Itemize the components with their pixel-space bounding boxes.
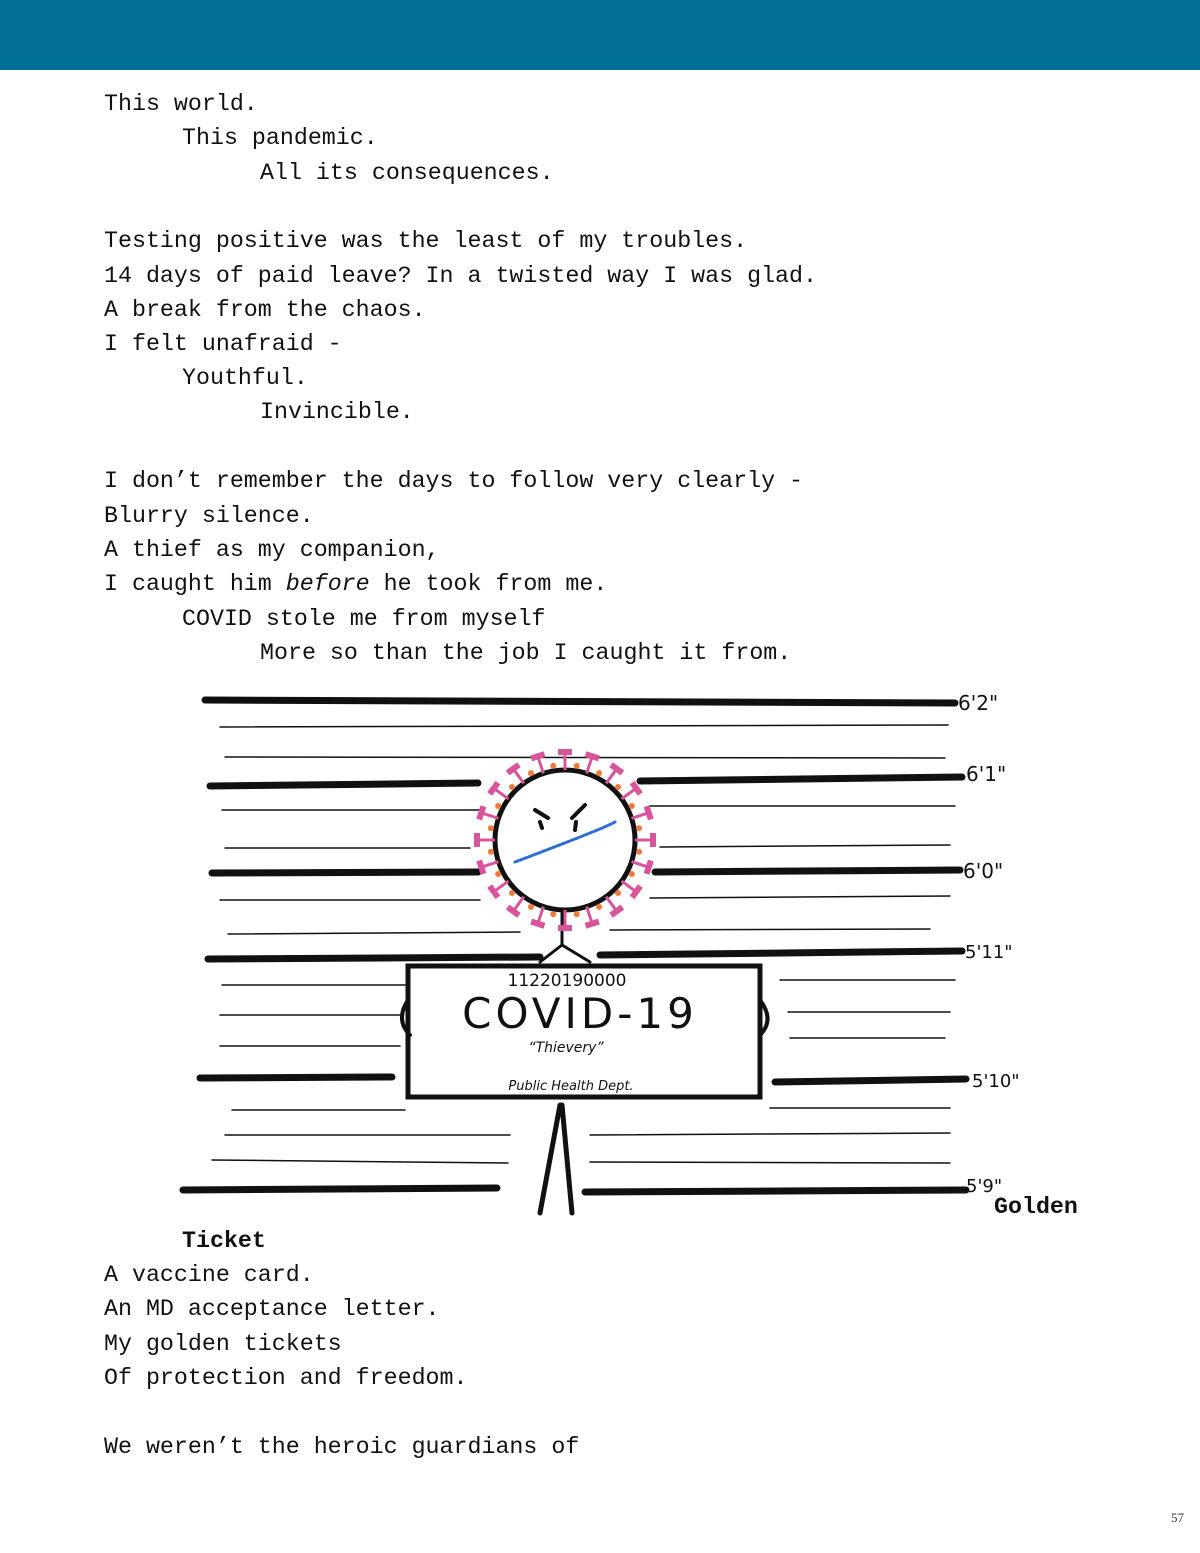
virus-spike-head (584, 918, 600, 929)
poem-line: A thief as my companion, (104, 537, 440, 563)
virus-spikes (474, 749, 656, 931)
poem-line: Blurry silence. (104, 503, 314, 529)
sign-subtitle: “Thievery” (528, 1040, 604, 1056)
virus-spike-head (584, 751, 600, 762)
poem-line: I caught him before he took from me. (104, 570, 607, 598)
height-line (179, 1184, 970, 1196)
virus-dot (636, 848, 643, 855)
virus-dot (615, 783, 622, 790)
poem-line: COVID stole me from myself (182, 606, 546, 632)
virus-spike-head (530, 918, 546, 929)
virus-spike (492, 787, 510, 801)
sign-title: COVID-19 (462, 989, 698, 1038)
virus-spike-head (629, 884, 643, 900)
virus-dot (615, 890, 622, 897)
virus-spike-head (476, 859, 487, 875)
height-label: 5'10" (972, 1071, 1020, 1092)
virus-spike-head (476, 805, 487, 821)
section-heading: Ticket (182, 1228, 266, 1254)
virus-dot (550, 762, 557, 769)
poem-line: An MD acceptance letter. (104, 1296, 440, 1322)
section-heading: Golden (994, 1194, 1078, 1220)
height-label: 6'2" (958, 691, 998, 715)
virus-dot (508, 890, 515, 897)
virus-spike-head (505, 762, 521, 776)
poem-emphasis: before (285, 571, 370, 597)
virus-spike (512, 767, 526, 785)
virus-dot (636, 825, 643, 832)
virus-dot (596, 903, 603, 910)
sign-footer: Public Health Dept. (508, 1079, 633, 1094)
poem-line: I don’t remember the days to follow very… (104, 468, 804, 494)
poem-line: More so than the job I caught it from. (260, 640, 792, 666)
height-label: 6'1" (966, 762, 1006, 786)
virus-dot (487, 848, 494, 855)
height-line (201, 696, 959, 707)
virus-spike (620, 879, 638, 893)
virus-spike-head (505, 904, 521, 918)
poem-line: I felt unafraid - (104, 331, 342, 357)
poem-text: he took from me. (369, 571, 608, 597)
height-line (196, 1073, 970, 1086)
height-line (206, 773, 966, 790)
virus-dot (527, 770, 534, 777)
virus-dot (527, 903, 534, 910)
virus-spike-head (530, 751, 546, 762)
virus-spike (512, 895, 526, 913)
height-label: 5'11" (965, 942, 1013, 963)
poem-text: I caught him (104, 571, 286, 597)
virus-dot (487, 825, 494, 832)
poem-line: My golden tickets (104, 1331, 342, 1357)
poem-line: This pandemic. (182, 125, 378, 151)
virus-dot (508, 783, 515, 790)
height-label: 6'0" (963, 859, 1003, 883)
virus-spike-head (487, 780, 501, 796)
height-label: 5'9" (966, 1176, 1002, 1197)
virus-spike-head (487, 884, 501, 900)
virus-dot (550, 911, 557, 918)
virus-dot (573, 911, 580, 918)
height-line (208, 866, 964, 877)
virus-spike (492, 879, 510, 893)
virus-spike (604, 895, 618, 913)
poem-line: We weren’t the heroic guardians of (104, 1434, 580, 1460)
poem-line: This world. (104, 91, 258, 117)
virus-dot (495, 871, 502, 878)
virus-spike-head (643, 805, 654, 821)
virus-dot (495, 802, 502, 809)
page-header-bar (0, 0, 1200, 70)
virus-spike (620, 787, 638, 801)
virus-dot (573, 762, 580, 769)
poem-line: 14 days of paid leave? In a twisted way … (104, 263, 818, 289)
poem-line: Invincible. (260, 399, 414, 425)
virus-spike-head (629, 780, 643, 796)
poem-line: Testing positive was the least of my tro… (104, 228, 748, 254)
virus-dot (628, 802, 635, 809)
sign-number: 11220190000 (508, 971, 627, 991)
virus-dot (628, 871, 635, 878)
poem-line: Of protection and freedom. (104, 1365, 468, 1391)
poem-line: A vaccine card. (104, 1262, 314, 1288)
virus-dot (596, 770, 603, 777)
height-line (204, 947, 966, 963)
poem-line: A break from the chaos. (104, 297, 426, 323)
virus-spike (604, 767, 618, 785)
page-number: 57 (1171, 1510, 1184, 1525)
virus-spike-head (609, 904, 625, 918)
virus-spike-head (643, 859, 654, 875)
poem-line: Youthful. (182, 365, 308, 391)
virus-spike-head (609, 762, 625, 776)
poem-line: All its consequences. (260, 160, 554, 186)
